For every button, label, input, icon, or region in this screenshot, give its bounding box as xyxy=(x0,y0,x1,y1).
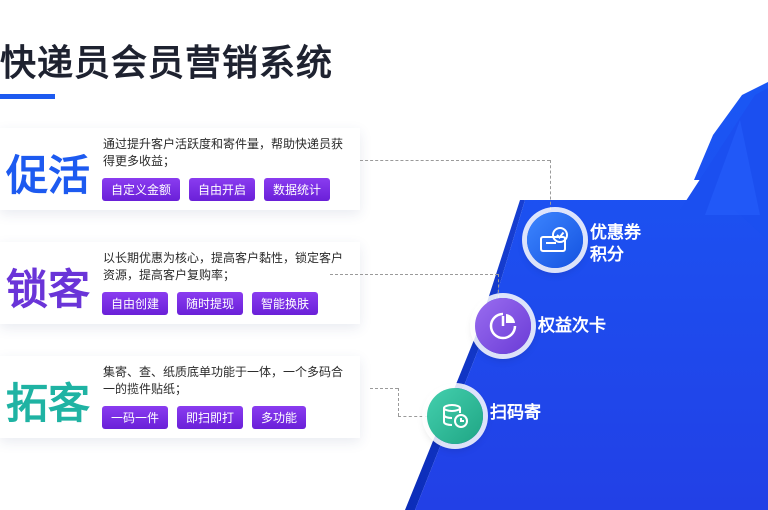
feature-label-coupon-line1: 优惠券 xyxy=(590,223,641,243)
tag-list-tuoke: 一码一件 即扫即打 多功能 xyxy=(102,406,307,429)
tag-list-suoke: 自由创建 随时提现 智能换肤 xyxy=(102,292,319,315)
card-title-suoke: 锁客 xyxy=(6,265,91,314)
card-cuhuo: 促活 通过提升客户活跃度和寄件量，帮助快递员获得更多收益； 自定义金额 自由开启… xyxy=(0,128,360,210)
connector-line-3b xyxy=(398,416,428,417)
feature-label-rights-card: 权益次卡 xyxy=(538,316,606,336)
connector-line-3 xyxy=(370,388,398,389)
tag-smart-skin[interactable]: 智能换肤 xyxy=(252,292,319,315)
tag-scan-print[interactable]: 即扫即打 xyxy=(177,406,244,429)
connector-line-1 xyxy=(360,160,550,161)
card-title-cuhuo: 促活 xyxy=(6,151,91,200)
card-tuoke: 拓客 集寄、查、纸质底单功能于一体，一个多码合一的揽件贴纸； 一码一件 即扫即打… xyxy=(0,356,360,438)
card-title-tuoke: 拓客 xyxy=(6,379,91,428)
tag-custom-amount[interactable]: 自定义金额 xyxy=(102,178,181,201)
connector-line-2 xyxy=(330,274,498,275)
title-underline xyxy=(0,94,55,99)
tag-free-create[interactable]: 自由创建 xyxy=(102,292,169,315)
feature-label-coupon-line2: 积分 xyxy=(590,245,624,265)
tag-instant-withdraw[interactable]: 随时提现 xyxy=(177,292,244,315)
tag-one-code-one-item[interactable]: 一码一件 xyxy=(102,406,169,429)
feature-label-scan-send: 扫码寄 xyxy=(490,403,541,423)
card-pie-icon xyxy=(489,312,517,340)
database-icon xyxy=(443,404,468,428)
card-suoke: 锁客 以长期优惠为核心，提高客户黏性，锁定客户资源，提高客户复购率； 自由创建 … xyxy=(0,242,360,324)
feature-label-coupon: 优惠券 积分 xyxy=(590,222,641,266)
feature-badge-scan-send[interactable] xyxy=(427,388,483,444)
connector-drop-3 xyxy=(398,388,399,416)
tag-free-enable[interactable]: 自由开启 xyxy=(189,178,256,201)
card-desc-cuhuo: 通过提升客户活跃度和寄件量，帮助快递员获得更多收益； xyxy=(103,137,344,168)
connector-drop-1 xyxy=(550,160,551,210)
page-title: 快递员会员营销系统 xyxy=(0,42,334,84)
coupon-icon xyxy=(540,227,568,252)
connector-drop-2 xyxy=(498,274,499,298)
feature-badge-coupon[interactable] xyxy=(527,212,583,268)
tag-multi-function[interactable]: 多功能 xyxy=(252,406,307,429)
card-desc-suoke: 以长期优惠为核心，提高客户黏性，锁定客户资源，提高客户复购率； xyxy=(103,251,344,282)
tag-list-cuhuo: 自定义金额 自由开启 数据统计 xyxy=(102,178,331,201)
tag-data-stats[interactable]: 数据统计 xyxy=(264,178,331,201)
feature-badge-rights-card[interactable] xyxy=(475,298,531,354)
card-desc-tuoke: 集寄、查、纸质底单功能于一体，一个多码合一的揽件贴纸； xyxy=(103,365,344,396)
